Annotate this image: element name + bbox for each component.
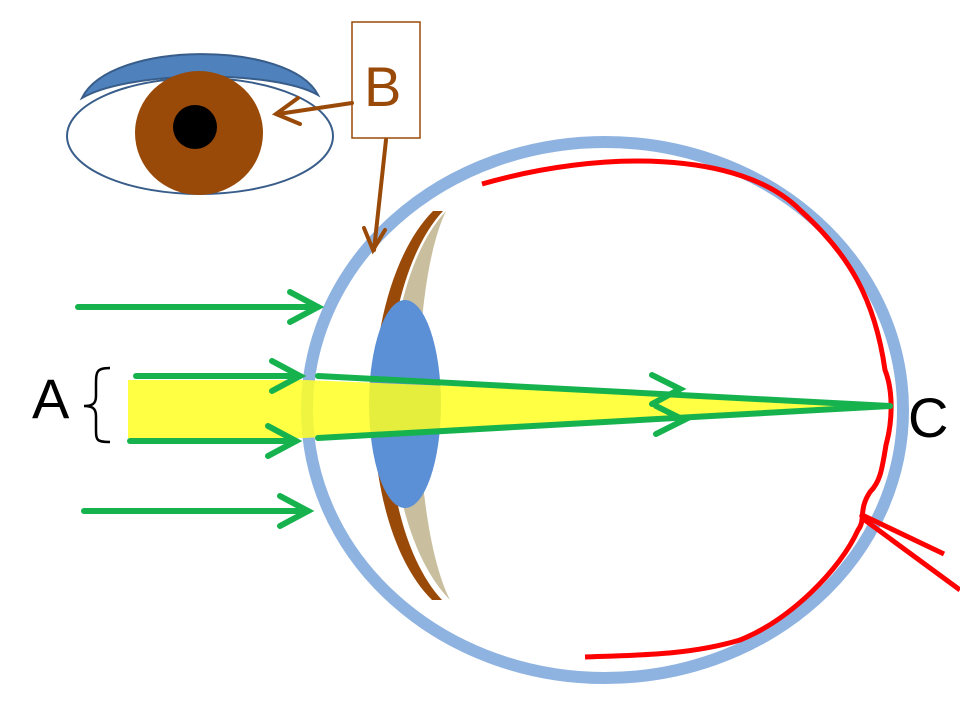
pupil (173, 105, 217, 149)
refracted-ray-upper-arrowhead (649, 372, 687, 407)
label-b-box (351, 21, 421, 139)
label-a: A (32, 367, 70, 430)
iris-side (373, 211, 443, 600)
label-c: C (908, 386, 948, 449)
ray-bottom-arrowhead (277, 493, 315, 529)
light-rays (75, 289, 893, 529)
label-b: B (364, 55, 401, 118)
optic-nerve (858, 511, 960, 593)
retina (481, 158, 894, 660)
label-b-pointers (271, 96, 388, 255)
light-beam (128, 380, 890, 438)
ray-top-arrowhead (287, 289, 325, 325)
front-view-eye-icon (66, 53, 334, 195)
refracted-ray-lower (315, 403, 893, 441)
refracted-ray-lower-arrowhead (653, 403, 691, 437)
ray-lower-arrowhead (265, 423, 303, 459)
refracted-ray-upper (315, 373, 893, 409)
bracket-a (83, 366, 111, 444)
ray-upper-arrowhead (269, 358, 307, 394)
